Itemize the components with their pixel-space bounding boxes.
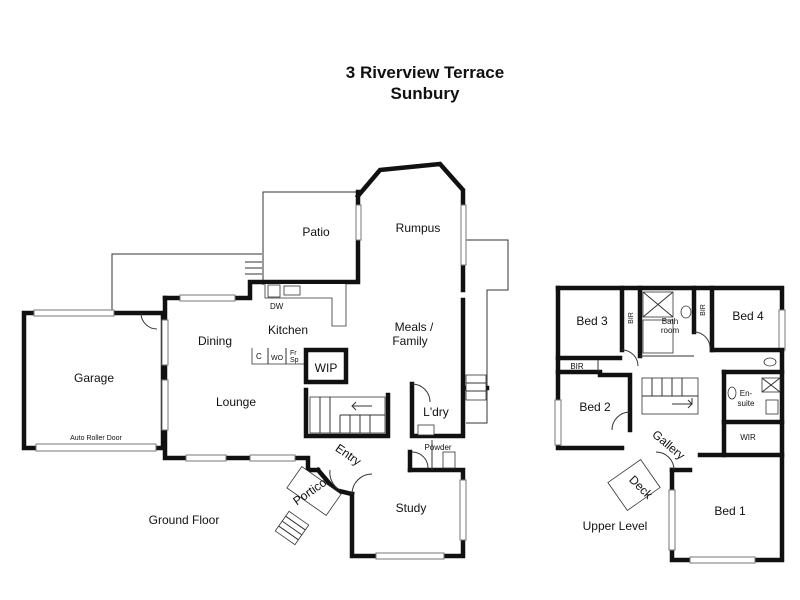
room-label-patio: Patio — [302, 225, 330, 239]
room-label-lounge: Lounge — [216, 395, 256, 409]
room-label-bath: Bath — [662, 317, 678, 326]
room-label-powder: Powder — [424, 443, 451, 452]
room-label-ensuite-2: suite — [738, 399, 755, 408]
bathroom-bath — [642, 319, 674, 354]
portico — [286, 466, 342, 516]
room-label-garage: Garage — [74, 371, 114, 385]
fixture-label-wo: WO — [271, 355, 284, 362]
title-address: 3 Riverview Terrace — [346, 63, 504, 82]
portico-steps — [274, 510, 310, 546]
upper-level-label: Upper Level — [583, 519, 648, 533]
ground-floor-plan: Patio Rumpus Garage Auto Roller Door Din… — [21, 161, 509, 560]
ground-floor-label: Ground Floor — [149, 513, 220, 527]
room-label-bir-left: BIR — [628, 312, 635, 324]
room-label-kitchen: Kitchen — [268, 323, 308, 337]
upper-deck — [607, 459, 661, 511]
fixture-label-c: C — [256, 352, 262, 361]
room-label-wir: WIR — [740, 433, 756, 442]
room-label-bed4: Bed 4 — [732, 309, 764, 323]
room-label-laundry: L'dry — [423, 405, 449, 419]
garage-roller-door — [35, 443, 157, 452]
rear-deck-outline — [466, 239, 509, 424]
room-label-bir-right: BIR — [700, 304, 707, 316]
room-label-rumpus: Rumpus — [396, 221, 441, 235]
room-label-dining: Dining — [198, 334, 232, 348]
wip-walls — [303, 347, 349, 385]
room-label-bed3: Bed 3 — [576, 314, 608, 328]
room-label-room: room — [661, 326, 680, 335]
laundry-walls — [409, 381, 466, 439]
room-label-study: Study — [396, 501, 427, 515]
room-label-meals: Meals / — [395, 320, 434, 334]
room-label-bed2: Bed 2 — [579, 400, 611, 414]
upper-level-plan: Bed 3 BIR Bath room BIR Bed 4 BIR Bed 2 … — [554, 285, 786, 564]
side-path-outline — [111, 253, 262, 310]
auto-roller-door-label: Auto Roller Door — [70, 435, 122, 442]
room-label-family: Family — [392, 334, 427, 348]
title-suburb: Sunbury — [391, 84, 460, 103]
room-label-bed1: Bed 1 — [714, 504, 746, 518]
room-label-bir-bed2: BIR — [570, 362, 584, 371]
fixture-label-fr: Fr — [290, 350, 297, 357]
room-label-entry: Entry — [333, 441, 364, 469]
patio-outline — [262, 191, 358, 285]
fixture-label-sp: Sp — [290, 357, 299, 364]
fixture-label-dw: DW — [270, 302, 284, 311]
room-label-wip: WIP — [315, 361, 338, 375]
room-label-ensuite-1: En- — [740, 389, 753, 398]
study-walls — [349, 467, 466, 559]
